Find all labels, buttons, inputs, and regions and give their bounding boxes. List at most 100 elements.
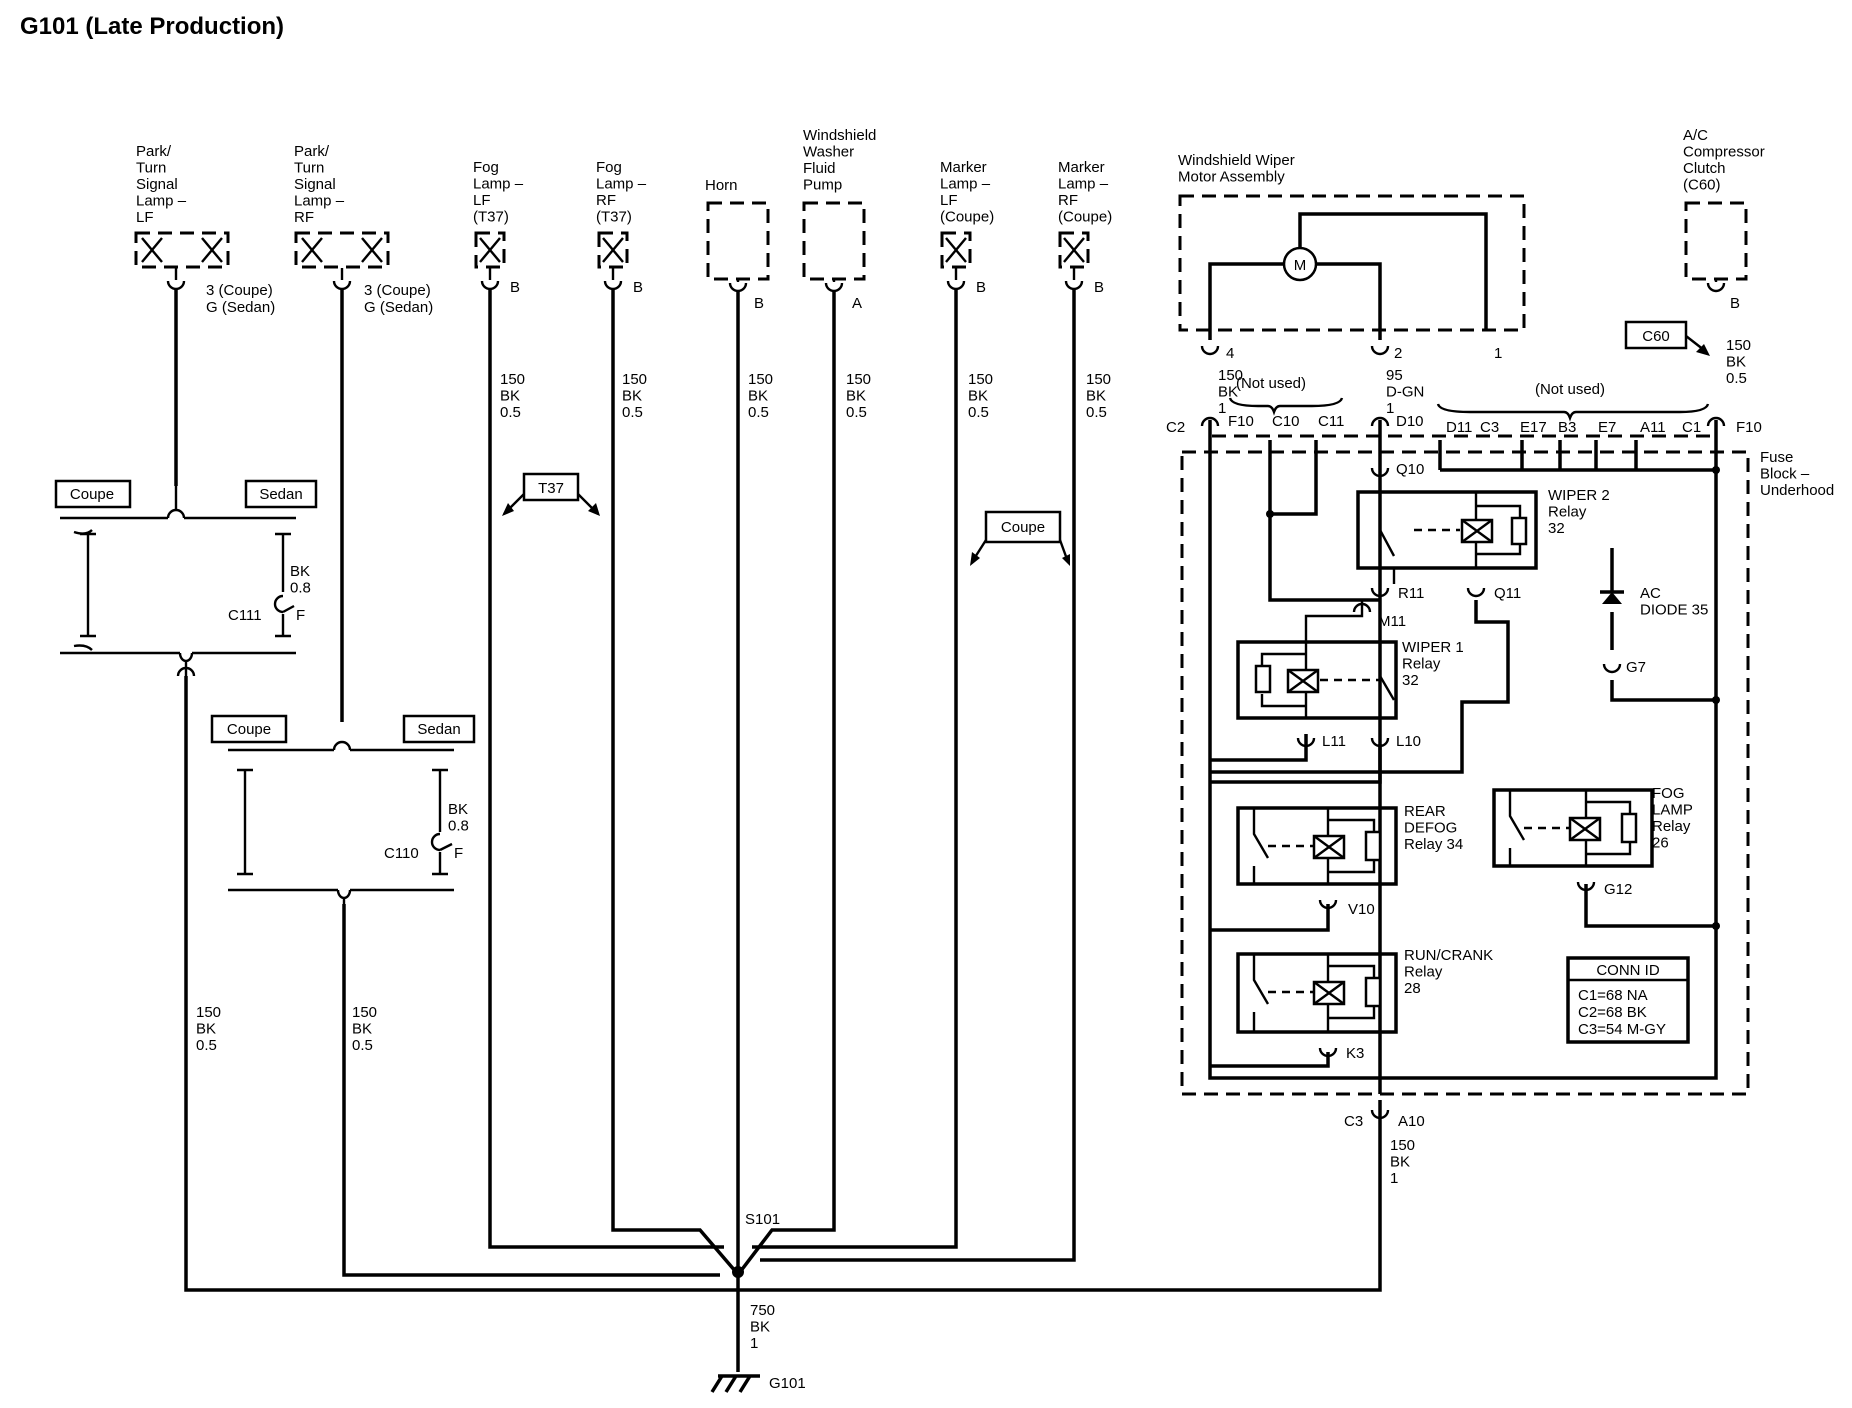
label-line: RF bbox=[1058, 192, 1078, 209]
label-line: 0.5 bbox=[500, 404, 521, 421]
pin-motor-2: 2 bbox=[1394, 345, 1402, 362]
label-line: 0.8 bbox=[290, 580, 311, 597]
label-line: Horn bbox=[705, 177, 738, 194]
label-line: 0.5 bbox=[622, 404, 643, 421]
label-line: (T37) bbox=[473, 209, 509, 226]
pin-park-lf-1: 3 (Coupe) bbox=[206, 282, 273, 299]
relay-pin-v10: V10 bbox=[1348, 901, 1375, 918]
label-line: Lamp – bbox=[294, 193, 345, 210]
coupe-box-lf: Coupe bbox=[70, 486, 114, 503]
fuse-pin-c3: C3 bbox=[1480, 419, 1499, 436]
label-line: Relay bbox=[1404, 964, 1443, 981]
label-line: BK bbox=[1390, 1154, 1410, 1171]
label-line: Turn bbox=[294, 160, 324, 177]
pin-marker-lf: B bbox=[976, 279, 986, 296]
label-line: 95 bbox=[1386, 367, 1403, 384]
c60-arrowhead bbox=[1696, 344, 1710, 356]
park-lamp-rf-icon bbox=[294, 231, 390, 291]
conn-c110: C110 bbox=[384, 845, 419, 862]
label-line: Signal bbox=[294, 176, 336, 193]
label-line: 0.5 bbox=[1086, 404, 1107, 421]
conn-c110-pin: F bbox=[454, 845, 463, 862]
label-line: LF bbox=[940, 192, 958, 209]
conn-c111-pin: F bbox=[296, 607, 305, 624]
label-line: 1 bbox=[1390, 1170, 1398, 1187]
label-line: WIPER 1 bbox=[1402, 639, 1464, 656]
label-line: Marker bbox=[940, 159, 987, 176]
relay-pin-q11: Q11 bbox=[1494, 585, 1521, 602]
label-line: LAMP bbox=[1652, 802, 1693, 819]
label-line: (T37) bbox=[596, 209, 632, 226]
label-line: 150 bbox=[196, 1004, 221, 1021]
conn-id-row-3: C3=54 M-GY bbox=[1578, 1021, 1666, 1038]
relay-pin-m11: M11 bbox=[1378, 613, 1406, 630]
label-line: Motor Assembly bbox=[1178, 169, 1285, 186]
sedan-box-rf: Sedan bbox=[417, 721, 460, 738]
marker-lamp-rf-icon bbox=[1058, 231, 1090, 291]
label-line: DIODE 35 bbox=[1640, 602, 1708, 619]
pin-fog-rf: B bbox=[633, 279, 643, 296]
fuse-pin-d10: D10 bbox=[1396, 413, 1424, 430]
pin-park-rf-2: G (Sedan) bbox=[364, 299, 433, 316]
label-line: BK bbox=[1086, 388, 1106, 405]
label-line: (Coupe) bbox=[1058, 209, 1112, 226]
label-line: Windshield bbox=[803, 127, 876, 144]
label-line: 150 bbox=[968, 371, 993, 388]
label-line: Relay bbox=[1402, 656, 1441, 673]
label-line: BK bbox=[968, 388, 988, 405]
horn-icon bbox=[706, 201, 770, 293]
ground-g101-icon bbox=[710, 1374, 760, 1393]
relay-pin-k3: K3 bbox=[1346, 1045, 1364, 1062]
fuse-pin-c10: C10 bbox=[1272, 413, 1300, 430]
label-line: Windshield Wiper bbox=[1178, 152, 1295, 169]
label-line: REAR bbox=[1404, 803, 1446, 820]
label-horn: Horn bbox=[705, 177, 738, 194]
label-line: 150 bbox=[1086, 371, 1111, 388]
label-line: 150 bbox=[748, 371, 773, 388]
fog-lamp-rf-icon bbox=[597, 231, 629, 291]
label-line: Pump bbox=[803, 177, 842, 194]
t37-callout bbox=[502, 472, 600, 516]
label-line: Fog bbox=[473, 159, 499, 176]
label-line: 150 bbox=[1726, 337, 1751, 354]
not-used-brace-1 bbox=[1228, 397, 1344, 416]
label-line: Lamp – bbox=[596, 176, 647, 193]
ac-clutch-icon bbox=[1684, 201, 1748, 293]
diagram-title: G101 (Late Production) bbox=[20, 13, 284, 40]
label-line: 0.5 bbox=[352, 1037, 373, 1054]
label-line: Block – bbox=[1760, 466, 1810, 483]
washer-pump-icon bbox=[802, 201, 866, 293]
label-line: Park/ bbox=[136, 143, 172, 160]
label-line: Marker bbox=[1058, 159, 1105, 176]
wire-label-motor-2: 95D-GN1 bbox=[1386, 367, 1424, 417]
label-line: 150 bbox=[1390, 1137, 1415, 1154]
fuse-pin-b3: B3 bbox=[1558, 419, 1576, 436]
label-line: Signal bbox=[136, 176, 178, 193]
pin-park-lf-2: G (Sedan) bbox=[206, 299, 275, 316]
label-line: FOG bbox=[1652, 785, 1685, 802]
fuse-pin-a11: A11 bbox=[1640, 419, 1666, 436]
fuse-pin-e7: E7 bbox=[1598, 419, 1616, 436]
c60-callout bbox=[1624, 320, 1688, 350]
fuse-block-underhood bbox=[1180, 416, 1750, 1120]
label-line: 1 bbox=[1386, 400, 1394, 417]
conn-id-row-1: C1=68 NA bbox=[1578, 987, 1648, 1004]
label-line: 0.5 bbox=[846, 404, 867, 421]
label-line: (C60) bbox=[1683, 177, 1721, 194]
conn-c111: C111 bbox=[228, 607, 262, 624]
wiper-motor-assembly bbox=[1178, 194, 1526, 340]
motor-icon: M bbox=[1294, 257, 1307, 274]
relay-pin-l11: L11 bbox=[1322, 733, 1346, 750]
